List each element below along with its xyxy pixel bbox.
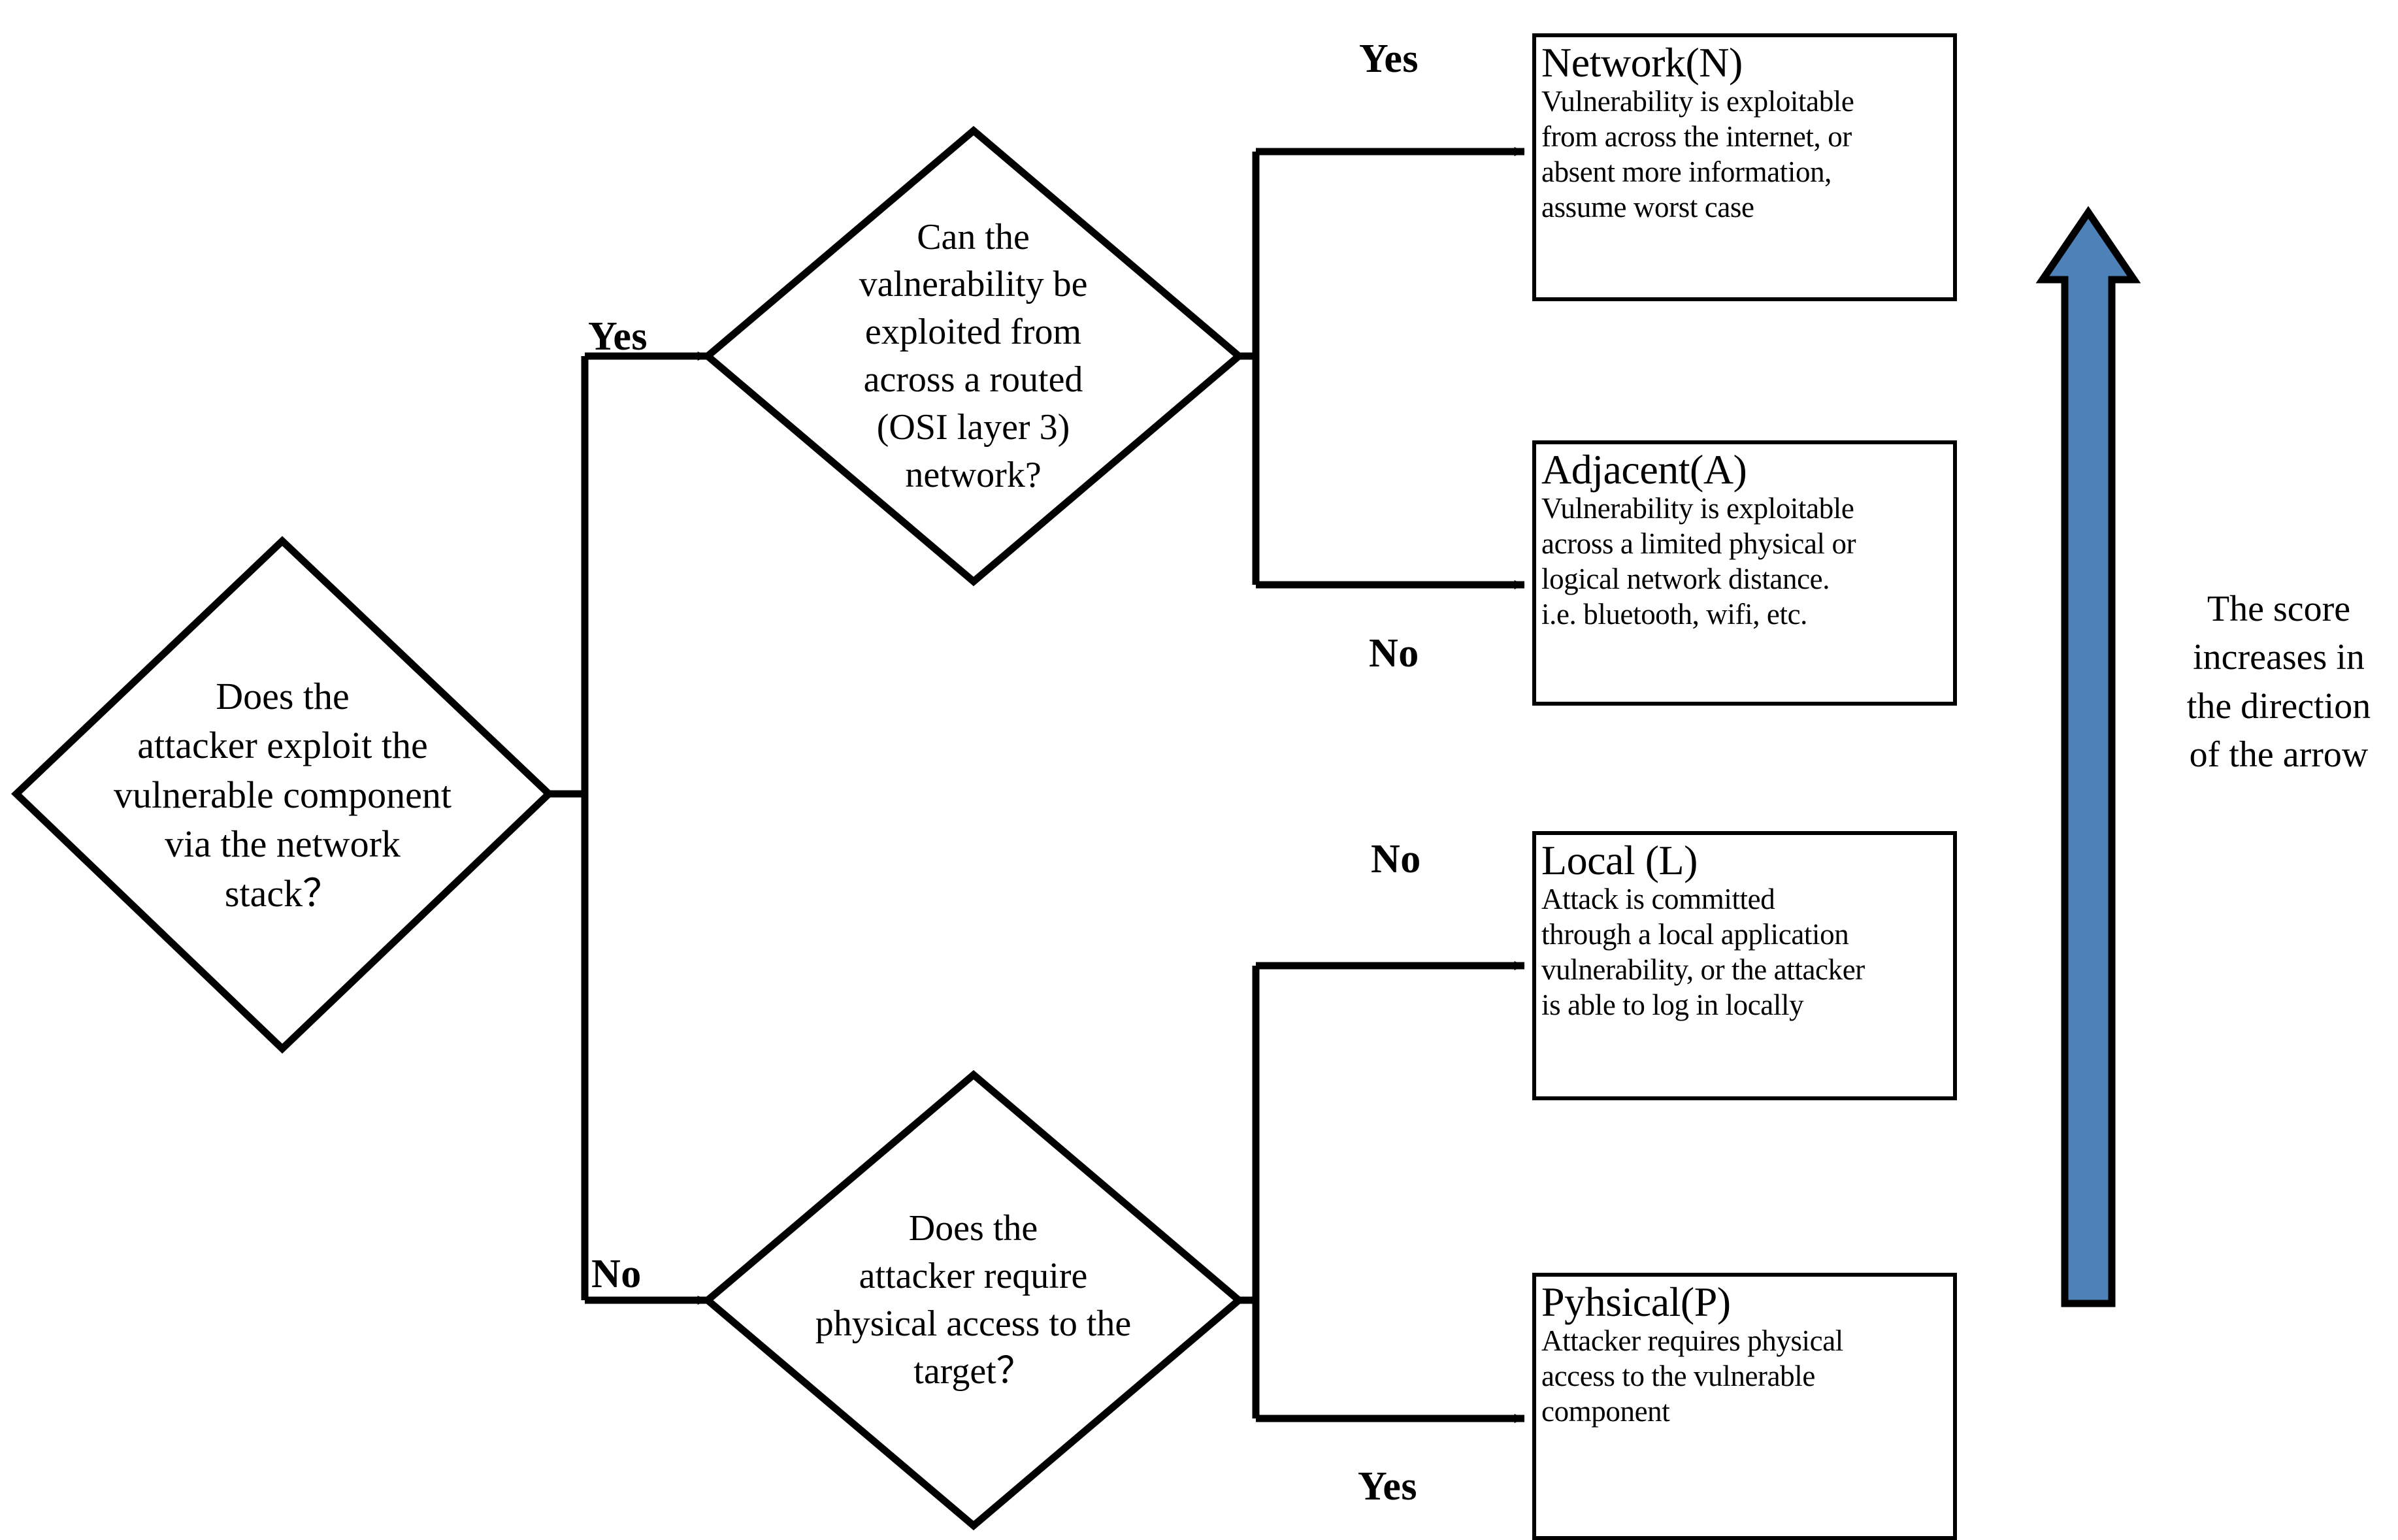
edge-label-routed-no: No bbox=[1369, 631, 1419, 676]
decision-routed-network[interactable]: Can the valnerability be exploited from … bbox=[708, 131, 1239, 582]
outcome-network-title: Network(N) bbox=[1541, 39, 1743, 86]
up-arrow-icon bbox=[2035, 206, 2141, 1307]
edge-label-root-yes: Yes bbox=[588, 314, 648, 359]
outcome-box-network[interactable]: Network(N) Vulnerability is exploitable … bbox=[1532, 33, 1957, 301]
legend-arrow-caption: The score increases in the direction of … bbox=[2186, 589, 2371, 776]
edge-label-routed-yes: Yes bbox=[1359, 37, 1419, 81]
outcome-network-desc: Vulnerability is exploitable from across… bbox=[1541, 85, 1854, 224]
decision-physical-access-label: Does the attacker require physical acces… bbox=[815, 1208, 1132, 1392]
decision-network-stack[interactable]: Does the attacker exploit the vulnerable… bbox=[16, 541, 549, 1049]
edge-label-root-no: No bbox=[591, 1252, 642, 1296]
outcome-physical-desc: Attacker requires physical access to the… bbox=[1541, 1324, 1843, 1428]
edge-label-physical-yes: Yes bbox=[1358, 1464, 1418, 1509]
outcome-physical-title: Pyhsical(P) bbox=[1541, 1279, 1731, 1325]
edge-label-physical-no: No bbox=[1371, 837, 1421, 881]
outcome-box-local[interactable]: Local (L) Attack is committed through a … bbox=[1532, 831, 1957, 1100]
outcome-box-adjacent[interactable]: Adjacent(A) Vulnerability is exploitable… bbox=[1532, 440, 1957, 706]
outcome-local-desc: Attack is committed through a local appl… bbox=[1541, 883, 1865, 1022]
outcome-adjacent-desc: Vulnerability is exploitable across a li… bbox=[1541, 492, 1856, 631]
decision-physical-access[interactable]: Does the attacker require physical acces… bbox=[708, 1075, 1239, 1526]
decision-network-stack-label: Does the attacker exploit the vulnerable… bbox=[114, 675, 452, 915]
outcome-box-physical[interactable]: Pyhsical(P) Attacker requires physical a… bbox=[1532, 1273, 1957, 1540]
outcome-adjacent-title: Adjacent(A) bbox=[1541, 446, 1747, 493]
outcome-local-title: Local (L) bbox=[1541, 837, 1698, 883]
decision-routed-network-label: Can the valnerability be exploited from … bbox=[859, 216, 1088, 495]
